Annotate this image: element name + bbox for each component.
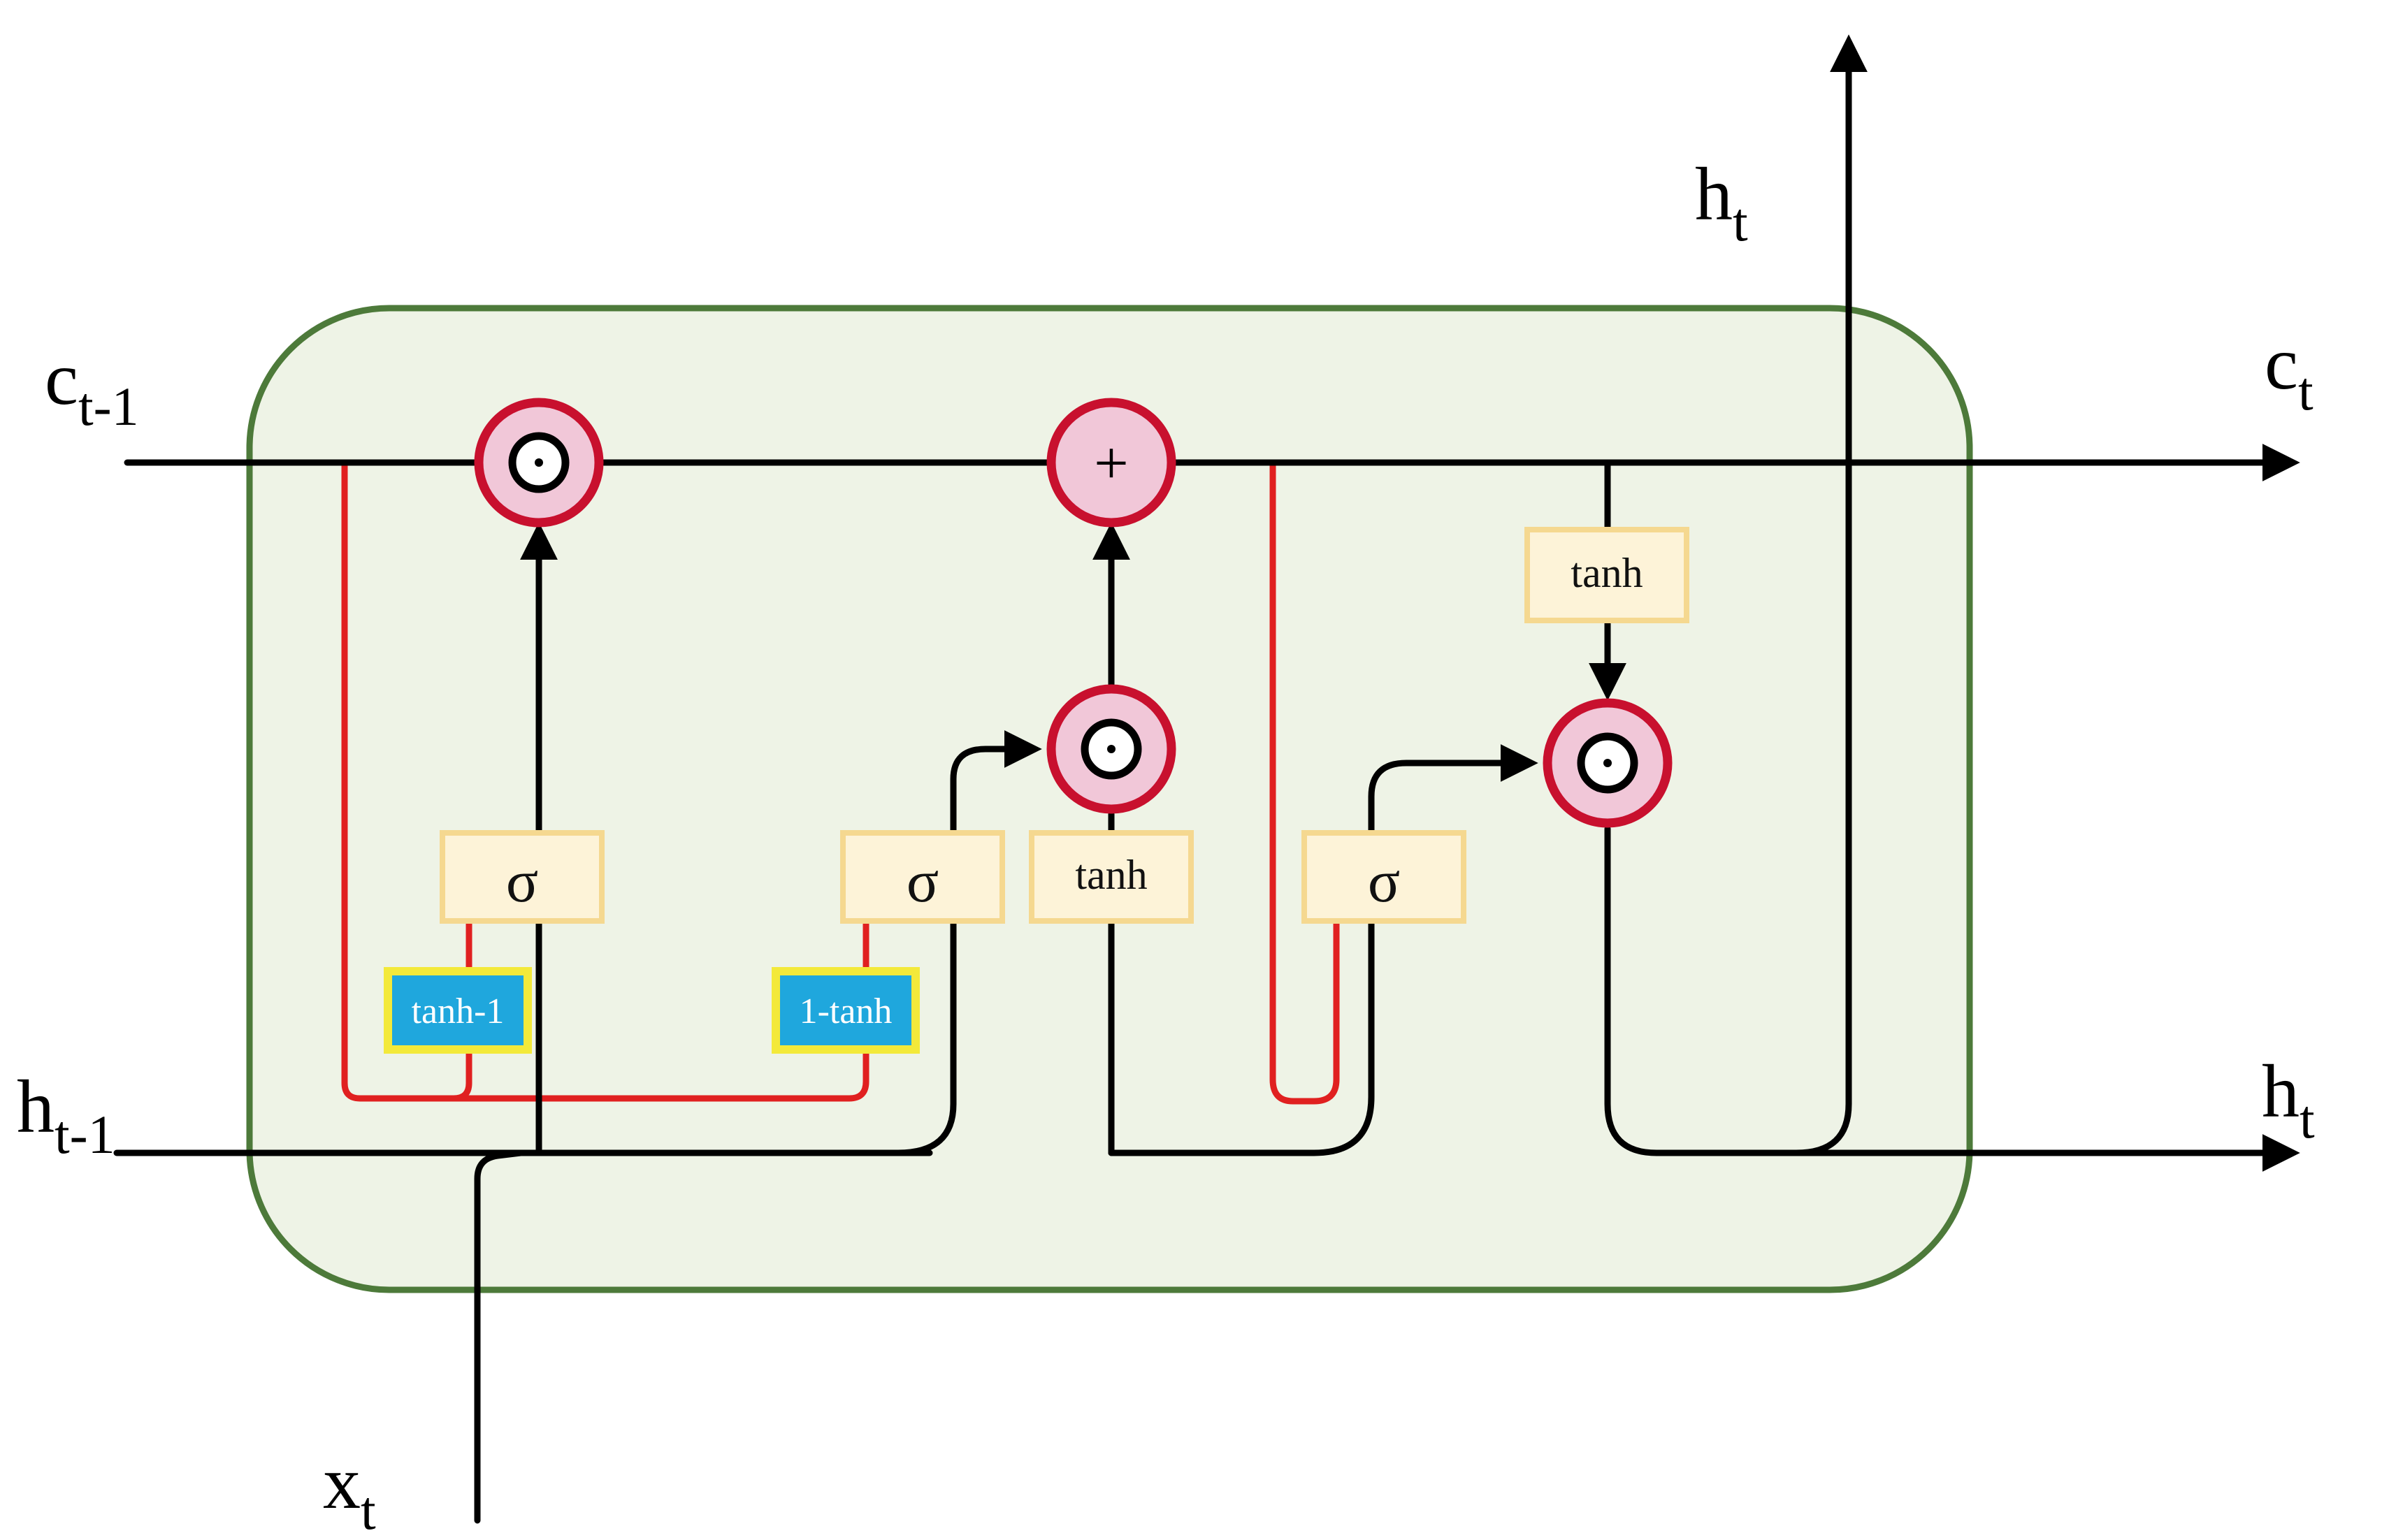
svg-text:tanh: tanh (1075, 852, 1147, 898)
input-x-line (474, 1149, 524, 1524)
op-mult-forget (474, 398, 604, 528)
peephole-line-inner (450, 917, 472, 1102)
peephole-box-left: tanh-1 (384, 967, 532, 1054)
label-h-out: ht (2262, 1050, 2315, 1149)
peephole-connections (341, 459, 1340, 1105)
svg-text:σ: σ (506, 848, 538, 915)
peephole-line-left (341, 459, 869, 1102)
output-gate-line (1108, 744, 1538, 1156)
gate-tanh-candidate: tanh (1029, 830, 1194, 924)
op-mult-input (1046, 684, 1176, 814)
hidden-output-line (1604, 825, 2300, 1172)
op-mult-output (1543, 698, 1673, 828)
label-h-top: ht (1695, 153, 1748, 252)
label-c-prev: ct-1 (45, 337, 139, 437)
svg-text:1-tanh: 1-tanh (800, 991, 893, 1031)
svg-text:tanh: tanh (1571, 550, 1643, 596)
label-x-input: xt (323, 1441, 376, 1540)
gate-tanh-cell: tanh (1524, 527, 1689, 623)
label-h-prev: ht-1 (17, 1066, 115, 1165)
gate-sigma-forget: σ (440, 830, 605, 924)
peephole-line-right (1269, 459, 1340, 1105)
label-c-out: ct (2265, 322, 2314, 421)
dot-icon (535, 458, 543, 467)
dot-icon (1603, 759, 1612, 767)
gate-sigma-output: σ (1301, 830, 1466, 924)
gate-sigma-input: σ (840, 830, 1005, 924)
op-add-cell: + (1046, 398, 1176, 528)
hidden-up-line (1793, 34, 1868, 1156)
plus-symbol: + (1094, 430, 1129, 497)
svg-text:tanh-1: tanh-1 (412, 991, 505, 1031)
svg-text:σ: σ (907, 848, 939, 915)
input-gate-line (895, 730, 1042, 1156)
peephole-box-right: 1-tanh (772, 967, 920, 1054)
svg-text:σ: σ (1368, 848, 1400, 915)
dot-icon (1107, 745, 1116, 753)
